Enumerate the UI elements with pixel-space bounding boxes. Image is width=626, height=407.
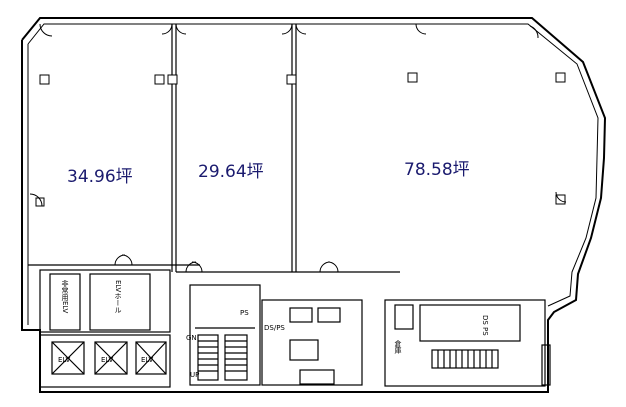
unit-area-1: 34.96坪	[67, 167, 133, 187]
column	[407, 72, 418, 83]
elevator-core	[39, 269, 171, 388]
door-swings	[29, 23, 567, 273]
column	[154, 74, 165, 85]
elv-label-1: ELV	[58, 356, 71, 364]
up-label: UP	[190, 371, 199, 379]
elv-hall-label: ELVホール	[114, 280, 122, 314]
storage-label: 倉庫	[394, 339, 402, 355]
unit-area-3: 78.58坪	[404, 160, 470, 180]
column	[286, 74, 297, 85]
outer-wall	[21, 17, 607, 393]
column	[167, 74, 178, 85]
gn-label: GN	[186, 334, 197, 342]
elv-label-3: ELV	[141, 356, 154, 364]
service-core	[384, 299, 551, 387]
ds-ps-small-label: DS/PS	[264, 324, 285, 332]
unit-area-2: 29.64坪	[198, 162, 264, 182]
ds-ps-label-right: DS PS	[481, 315, 489, 336]
column	[555, 72, 566, 83]
column	[555, 194, 566, 205]
partition-walls	[28, 24, 400, 273]
column	[35, 197, 45, 207]
columns	[35, 72, 566, 207]
column	[39, 74, 50, 85]
elv-label-2: ELV	[101, 356, 114, 364]
stair-core	[189, 284, 363, 386]
ps-label-center: PS	[240, 309, 249, 317]
emergency-elv-label: 非常用ELV	[61, 279, 69, 313]
